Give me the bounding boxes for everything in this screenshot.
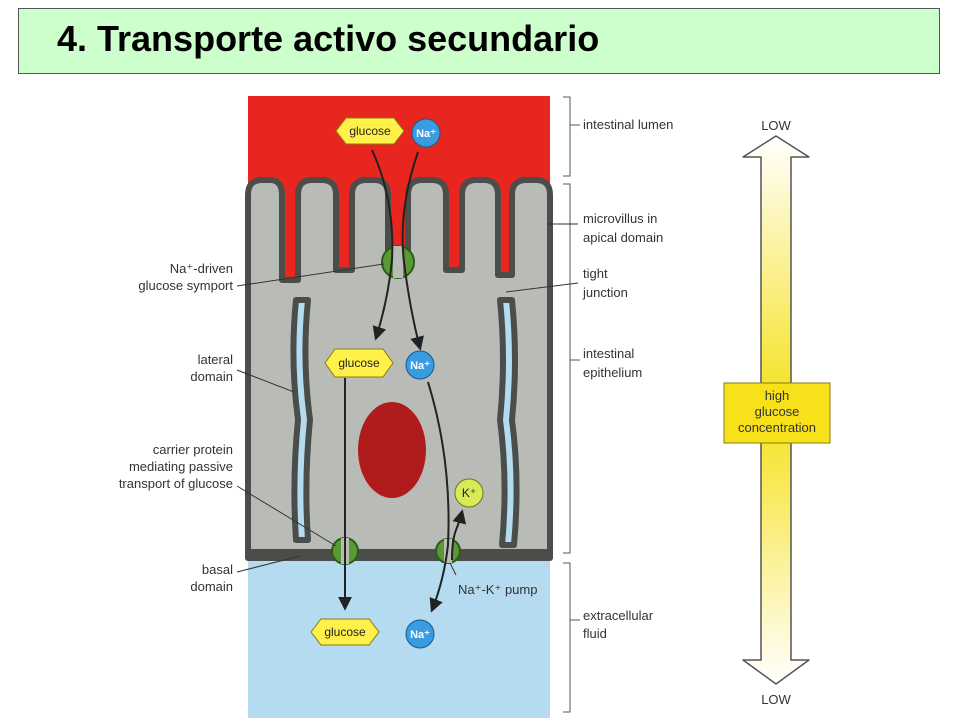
label-intestinal-lumen: intestinal lumen xyxy=(583,117,673,132)
label-na-k-pump: Na⁺-K⁺ pump xyxy=(458,582,537,597)
label-tight-2: junction xyxy=(582,285,628,300)
label-lateral-1: lateral xyxy=(198,352,234,367)
potassium-ion: K⁺ xyxy=(454,478,484,508)
label-epithelium-1: intestinal xyxy=(583,346,634,361)
glucose-influx-arrow xyxy=(371,149,394,341)
gradient-box-line-1: high xyxy=(765,388,790,403)
label-extracellular-2: fluid xyxy=(583,626,607,641)
label-basal-1: basal xyxy=(202,562,233,577)
sodium-label: Na⁺ xyxy=(410,360,430,372)
gradient-top-label: LOW xyxy=(761,118,791,133)
page-title: 4. Transporte activo secundario xyxy=(57,18,600,59)
label-lateral-2: domain xyxy=(190,369,233,384)
left-intercellular-space xyxy=(290,297,313,543)
label-microvillus-2: apical domain xyxy=(583,230,663,245)
label-microvillus-1: microvillus in xyxy=(583,211,657,226)
pointer-tight-junction xyxy=(505,282,579,293)
glucose-label: glucose xyxy=(349,124,391,138)
glucose-label: glucose xyxy=(338,356,380,370)
bracket-lumen xyxy=(563,96,571,177)
high-glucose-box: high glucose concentration xyxy=(723,382,831,444)
label-carrier-1: carrier protein xyxy=(153,442,233,457)
sodium-ion-lumen: Na⁺ xyxy=(411,118,441,148)
sodium-ion-extracellular: Na⁺ xyxy=(405,619,435,649)
na-glucose-symport-protein xyxy=(381,245,415,279)
label-basal-2: domain xyxy=(190,579,233,594)
bracket-extracellular xyxy=(563,562,571,713)
sodium-label: Na⁺ xyxy=(410,629,430,641)
glucose-label: glucose xyxy=(324,625,366,639)
title-banner: 4. Transporte activo secundario xyxy=(18,8,940,74)
extracellular-fluid-region xyxy=(248,548,550,718)
right-intercellular-space xyxy=(497,297,520,548)
pointer-carrier xyxy=(236,485,337,547)
bracket-epithelium xyxy=(563,183,571,554)
pointer-pump xyxy=(449,562,457,576)
glucose-molecule-lumen: glucose xyxy=(335,117,405,145)
label-symport-1: Na⁺-driven xyxy=(170,261,233,276)
potassium-label: K⁺ xyxy=(462,486,476,500)
label-carrier-2: mediating passive xyxy=(129,459,233,474)
sodium-label: Na⁺ xyxy=(416,128,436,140)
sodium-influx-arrow xyxy=(401,151,424,351)
glucose-molecule-cell: glucose xyxy=(324,348,394,378)
label-tight-1: tight xyxy=(583,266,608,281)
sodium-ion-cell: Na⁺ xyxy=(405,350,435,380)
label-extracellular-1: extracellular xyxy=(583,608,654,623)
label-epithelium-2: epithelium xyxy=(583,365,642,380)
glucose-molecule-extracellular: glucose xyxy=(310,618,380,646)
label-symport-2: glucose symport xyxy=(138,278,233,293)
pointer-lateral xyxy=(236,369,295,393)
label-carrier-3: transport of glucose xyxy=(119,476,233,491)
gradient-box-line-2: glucose xyxy=(755,404,800,419)
gradient-box-line-3: concentration xyxy=(738,420,816,435)
pointer-symport xyxy=(236,263,385,287)
potassium-pump-arrow xyxy=(451,509,467,561)
nucleus xyxy=(358,402,426,498)
pointer-basal xyxy=(236,555,301,573)
sodium-pump-arrow xyxy=(427,381,450,613)
gradient-bottom-label: LOW xyxy=(761,692,791,707)
